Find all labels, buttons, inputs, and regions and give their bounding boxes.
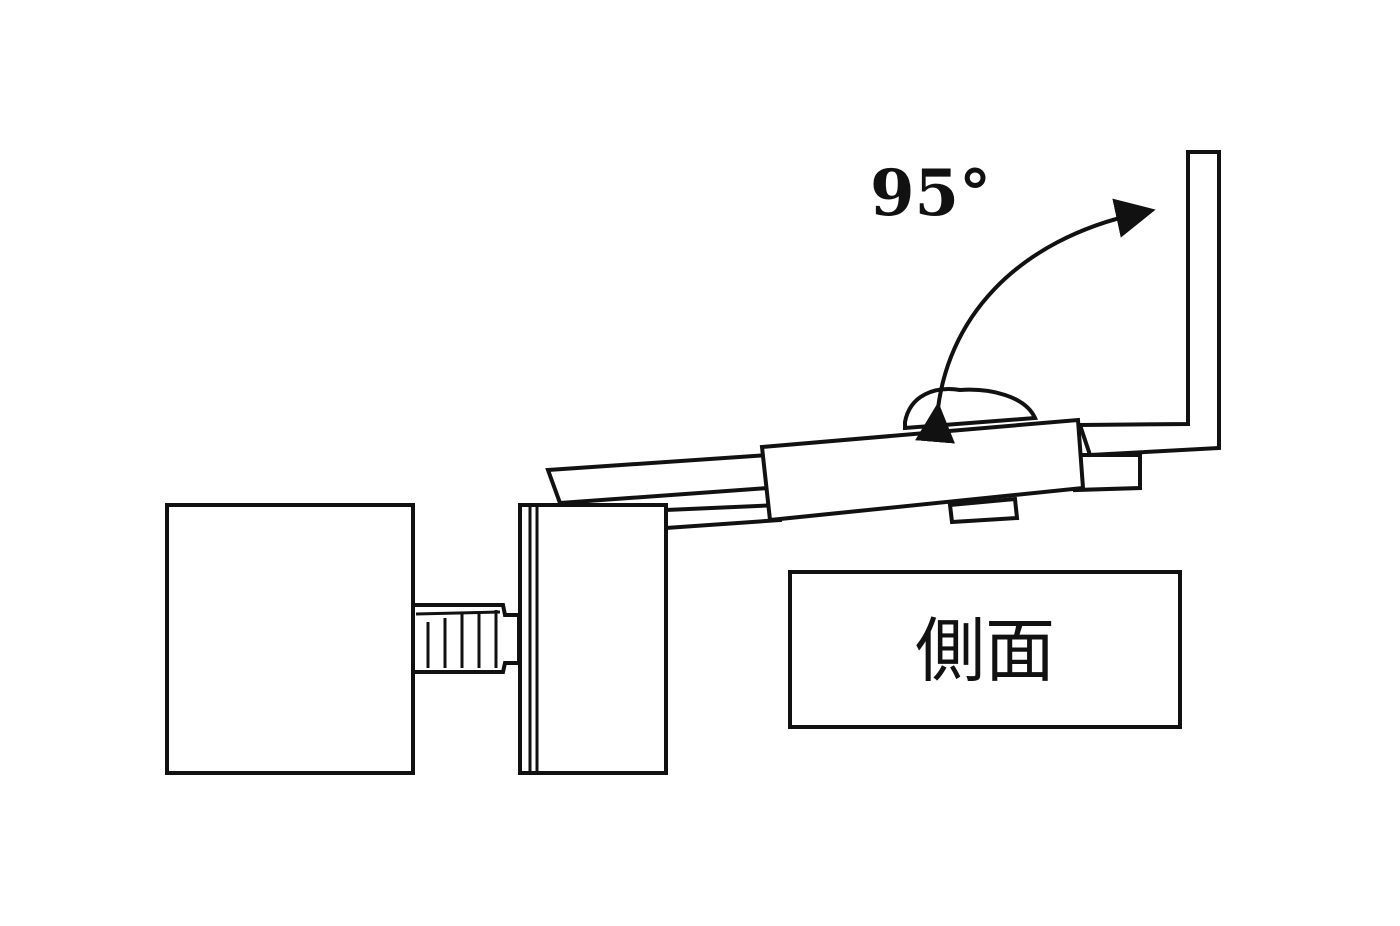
angle-label: 95° (870, 156, 991, 231)
view-label-box (788, 570, 1182, 729)
clamp-block (518, 503, 668, 775)
l-bracket (1077, 150, 1221, 458)
left-block (165, 503, 415, 775)
mounting-block (759, 387, 1086, 525)
angle-arc (915, 198, 1156, 444)
view-label: 側面 (915, 610, 1055, 692)
threaded-shaft (411, 603, 521, 674)
